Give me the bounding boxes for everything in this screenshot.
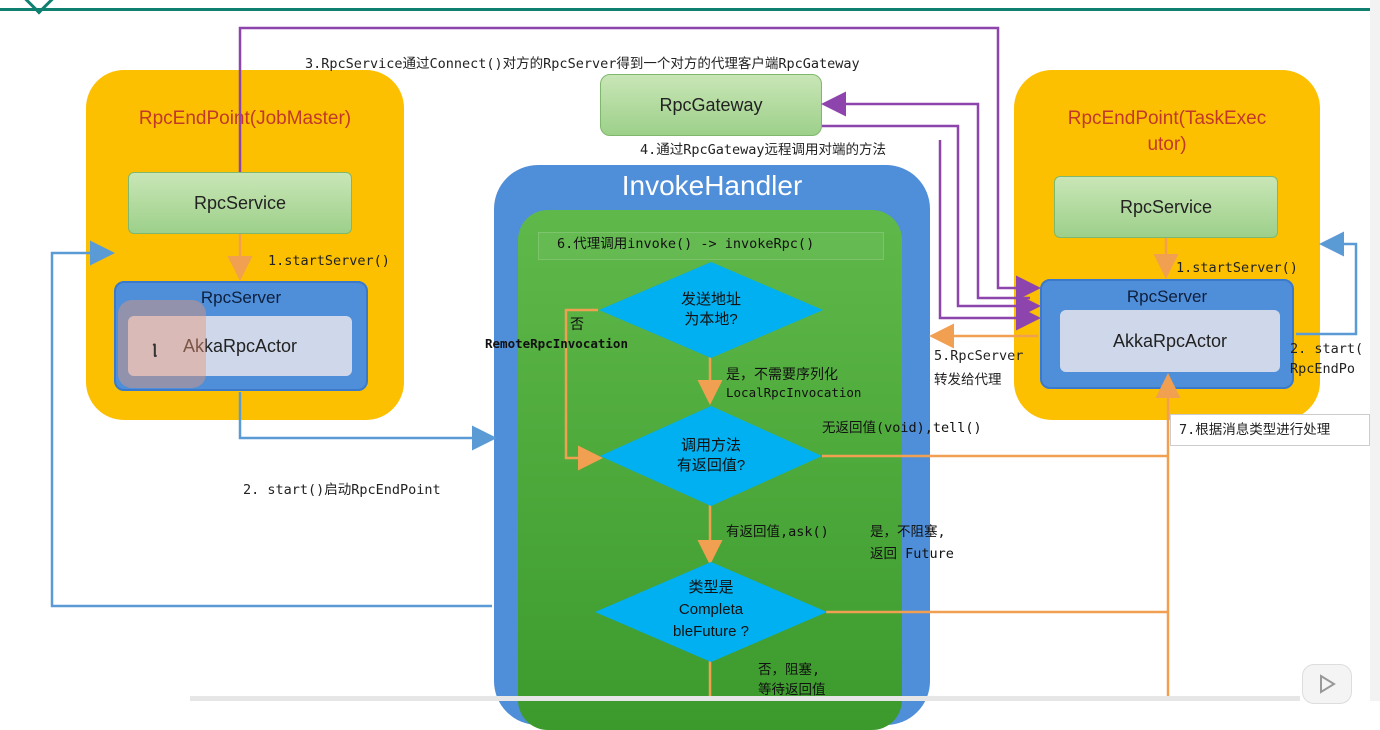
left-start-server-label: 1.startServer() <box>268 253 390 269</box>
process-by-type-label: 7.根据消息类型进行处理 <box>1170 414 1370 446</box>
right-akka-rpc-actor: AkkaRpcActor <box>1060 310 1280 372</box>
purple-connect-line <box>238 26 1041 301</box>
right-rpc-server-title: RpcServer <box>1126 287 1208 306</box>
left-rpc-service: RpcService <box>128 172 352 234</box>
purple-forward-line <box>938 140 1041 331</box>
no-blocking-label-2: 等待返回值 <box>758 682 826 698</box>
right-endpoint-title-2: utor) <box>1147 134 1187 155</box>
local-invocation-label: LocalRpcInvocation <box>726 385 862 400</box>
decision-type-text-3: bleFuture ? <box>673 623 749 640</box>
blue-right-start-line <box>1296 231 1358 336</box>
has-return-ask-label: 有返回值,ask() <box>726 524 829 540</box>
top-connect-annotation: 3.RpcService通过Connect()对方的RpcServer得到一个对… <box>305 56 860 72</box>
gateway-remote-call-annotation: 4.通过RpcGateway远程调用对端的方法 <box>640 142 887 158</box>
invoke-handler-title: InvokeHandler <box>621 170 803 201</box>
right-endpoint-title-1: RpcEndPoint(TaskExec <box>1067 108 1267 129</box>
rpc-gateway-box: RpcGateway <box>600 74 822 136</box>
decision-return-diamond <box>600 406 822 506</box>
yes-nonblocking-label-2: 返回 Future <box>870 546 954 562</box>
forward-label-1: 5.RpcServer <box>934 348 1024 364</box>
right-start-label-2: RpcEndPo <box>1290 361 1356 377</box>
orange-no-remote-line <box>564 308 603 471</box>
blue-start-endpoint-line <box>238 392 497 451</box>
blue-return-line <box>50 240 492 608</box>
right-scrollbar[interactable] <box>1370 0 1380 701</box>
purple-remote-call-line <box>822 124 1041 319</box>
left-start-endpoint-label: 2. start()启动RpcEndPoint <box>243 482 441 498</box>
decision-local-text-1: 发送地址 <box>680 291 741 308</box>
right-start-server-label: 1.startServer() <box>1176 260 1298 276</box>
left-rpc-server-title: RpcServer <box>200 288 282 307</box>
yes-no-serialize-label: 是，不需要序列化 <box>726 366 838 382</box>
left-akka-rpc-actor: AkkaRpcActor <box>128 316 352 376</box>
decision-type-text-2: Completa <box>678 601 744 618</box>
text-cursor-icon: Ⲓ <box>152 338 158 362</box>
no-remote-label: 否 <box>570 316 584 332</box>
purple-gateway-line <box>821 91 1030 300</box>
right-rpc-service: RpcService <box>1054 176 1278 238</box>
cursor-highlight <box>118 300 206 388</box>
decision-return-text-2: 有返回值? <box>676 457 746 474</box>
decision-return-text-1: 调用方法 <box>680 437 741 454</box>
bottom-progress-bar[interactable] <box>190 696 1300 701</box>
remote-invocation-label: RemoteRpcInvocation <box>485 336 628 351</box>
forward-label-2: 转发给代理 <box>934 372 1002 388</box>
play-triangle-icon <box>1320 674 1336 694</box>
right-start-label-1: 2. start( <box>1290 341 1364 357</box>
proxy-invoke-label: 6.代理调用invoke() -> invokeRpc() <box>538 232 884 260</box>
left-endpoint-title: RpcEndPoint(JobMaster) <box>138 108 352 129</box>
no-blocking-label-1: 否，阻塞, <box>758 662 821 678</box>
play-button-icon[interactable] <box>1302 664 1352 704</box>
decision-local-text-2: 为本地? <box>684 311 738 328</box>
no-return-tell-label: 无返回值(void),tell() <box>822 420 982 436</box>
decision-type-text-1: 类型是 <box>688 579 734 596</box>
top-border-line <box>0 8 1372 11</box>
yes-nonblocking-label-1: 是，不阻塞, <box>870 524 946 540</box>
decision-type-diamond <box>595 562 827 662</box>
decision-local-diamond <box>599 262 823 358</box>
connector-layer <box>50 26 1358 701</box>
